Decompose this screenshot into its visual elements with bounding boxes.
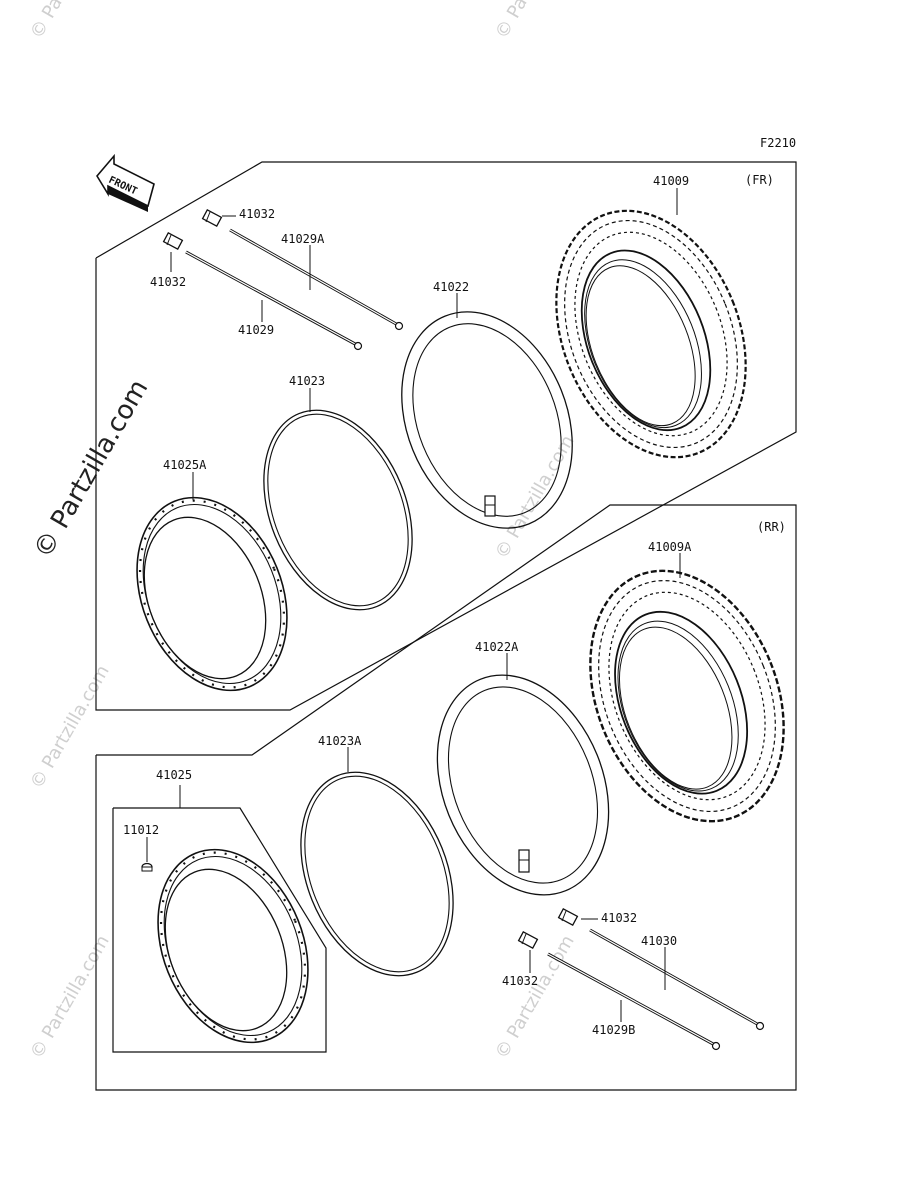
part-label-41022A: 41022A xyxy=(475,640,519,654)
rear-spokes xyxy=(517,907,765,1051)
rear-tube-valve-icon xyxy=(518,849,530,873)
rear-section-border xyxy=(95,504,797,1091)
watermark-small: © Partzilla.com xyxy=(491,0,579,43)
part-label-41025: 41025 xyxy=(156,768,192,782)
front-rim-band xyxy=(263,409,413,611)
rear-tire xyxy=(589,569,785,823)
section-label-front: (FR) xyxy=(745,173,774,187)
watermark-main: © Partzilla.com xyxy=(28,375,154,564)
leader-lines xyxy=(146,188,681,1022)
rear-rim-subbox xyxy=(112,807,327,1053)
part-label-41025A: 41025A xyxy=(163,458,207,472)
section-label-rear: (RR) xyxy=(757,520,786,534)
rear-tube xyxy=(436,674,610,896)
part-label-41029A: 41029A xyxy=(281,232,325,246)
front-nipple-icon xyxy=(201,208,223,228)
figure-code: F2210 xyxy=(760,136,796,150)
part-label-41023A: 41023A xyxy=(318,734,362,748)
watermark-small: © Partzilla.com xyxy=(26,662,114,793)
watermark-group: © Partzilla.com © Partzilla.com © Partzi… xyxy=(26,0,579,1063)
part-label-41032: 41032 xyxy=(150,275,186,289)
front-nipple-icon xyxy=(162,231,184,251)
part-label-41032: 41032 xyxy=(601,911,637,925)
front-arrow-icon: FRONT xyxy=(96,153,155,212)
rear-nipple-icon xyxy=(517,930,539,950)
part-label-41032: 41032 xyxy=(239,207,275,221)
rear-rim xyxy=(157,848,309,1044)
rear-rim-band xyxy=(300,771,454,977)
part-label-41030: 41030 xyxy=(641,934,677,948)
rear-nipple-icon xyxy=(557,907,579,927)
part-label-41032: 41032 xyxy=(502,974,538,988)
front-rim xyxy=(136,496,288,692)
front-tube-valve-icon xyxy=(484,495,496,517)
front-spokes xyxy=(162,208,404,351)
rim-plug-icon xyxy=(141,862,153,872)
part-label-41009: 41009 xyxy=(653,174,689,188)
watermark-small: © Partzilla.com xyxy=(26,0,114,43)
part-label-41022: 41022 xyxy=(433,280,469,294)
watermark-small: © Partzilla.com xyxy=(491,432,579,563)
part-label-41023: 41023 xyxy=(289,374,325,388)
part-label-41029B: 41029B xyxy=(592,1023,635,1037)
watermark-small: © Partzilla.com xyxy=(26,932,114,1063)
watermark-small: © Partzilla.com xyxy=(491,932,579,1063)
front-tire xyxy=(555,209,747,459)
part-label-41009A: 41009A xyxy=(648,540,692,554)
part-label-41029: 41029 xyxy=(238,323,274,337)
front-section-border xyxy=(95,161,797,711)
part-label-11012: 11012 xyxy=(123,823,159,837)
front-tube xyxy=(401,311,573,529)
